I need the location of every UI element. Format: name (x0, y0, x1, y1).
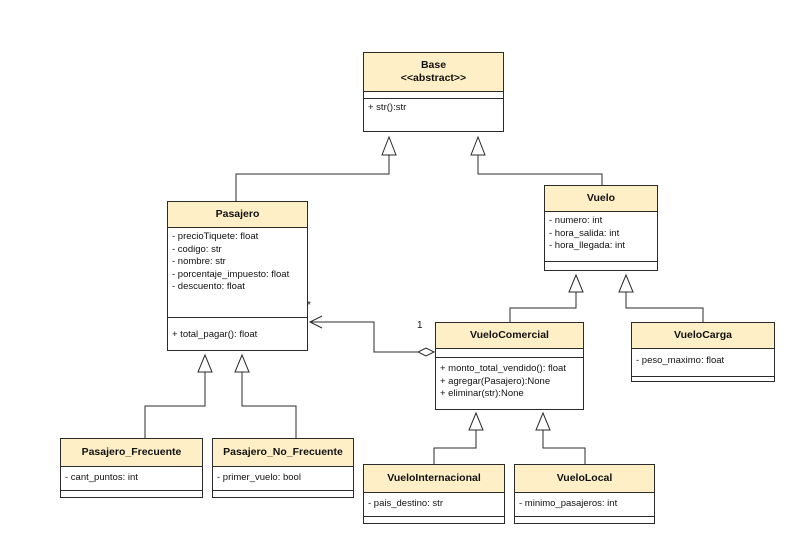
class-name: VueloInternacional (387, 472, 481, 484)
generalization-local-comercial (542, 430, 586, 464)
aggregation-line (310, 321, 418, 353)
class-header: VueloCarga (632, 323, 774, 349)
generalization-frecuente-pasajero (144, 372, 206, 438)
class-vuelo-comercial[interactable]: VueloComercial + monto_total_vendido(): … (435, 322, 584, 410)
methods-section: + total_pagar(): float (168, 318, 307, 342)
class-name: Pasajero_Frecuente (81, 446, 182, 458)
class-name: VueloLocal (556, 472, 613, 484)
methods-section (515, 517, 654, 520)
attributes-section: - minimo_pasajeros: int (515, 493, 654, 517)
class-name: Pasajero_No_Frecuente (223, 446, 343, 458)
attribute: - cant_puntos: int (65, 472, 138, 483)
methods-section: + str():str (364, 99, 503, 115)
class-name: VueloCarga (674, 329, 732, 341)
class-pasajero-frecuente[interactable]: Pasajero_Frecuente - cant_puntos: int (60, 438, 203, 498)
generalization-pasajero-base (235, 155, 390, 201)
methods-section (61, 491, 202, 494)
generalization-arrowhead (568, 273, 584, 293)
attributes-section: - pais_destino: str (364, 493, 504, 517)
attribute: - precioTiquete: float (172, 231, 259, 242)
class-header: Base <<abstract>> (364, 53, 503, 92)
generalization-vuelocomercial-vuelo (509, 292, 577, 322)
attributes-section: - primer_vuelo: bool (213, 467, 353, 491)
class-header: VueloLocal (515, 465, 654, 493)
class-name: VueloComercial (470, 329, 549, 341)
multiplicity-many: * (307, 300, 311, 311)
class-pasajero[interactable]: Pasajero - precioTiquete: float - codigo… (167, 201, 308, 351)
generalization-arrowhead (381, 135, 397, 156)
class-name: Vuelo (586, 192, 616, 204)
class-name: Pasajero (215, 208, 260, 220)
class-pasajero-no-frecuente[interactable]: Pasajero_No_Frecuente - primer_vuelo: bo… (212, 438, 354, 498)
class-vuelo-internacional[interactable]: VueloInternacional - pais_destino: str (363, 464, 505, 524)
class-header: Vuelo (545, 186, 657, 212)
generalization-vuelocarga-vuelo (625, 292, 704, 322)
association-arrowhead (308, 315, 323, 329)
attribute: - peso_maximo: float (636, 355, 725, 366)
attributes-section: - precioTiquete: float - codigo: str - n… (168, 228, 307, 318)
attribute: - codigo: str (172, 243, 222, 255)
multiplicity-one: 1 (417, 320, 423, 331)
attributes-section: - peso_maximo: float (632, 349, 774, 377)
attribute: - porcentaje_impuesto: float (172, 268, 290, 280)
aggregation-diamond (416, 347, 436, 357)
methods-section: + monto_total_vendido(): float + agregar… (436, 358, 583, 401)
class-header: VueloComercial (436, 323, 583, 349)
generalization-arrowhead (197, 353, 213, 373)
method: + eliminar(str):None (440, 388, 524, 399)
attributes-section: - cant_puntos: int (61, 467, 202, 491)
generalization-arrowhead (535, 411, 551, 431)
attribute: - primer_vuelo: bool (217, 472, 301, 483)
class-stereotype: <<abstract>> (400, 72, 467, 84)
class-header: Pasajero_No_Frecuente (213, 439, 353, 467)
class-name: Base (420, 59, 447, 71)
methods-section (545, 262, 657, 265)
method: + total_pagar(): float (172, 329, 258, 340)
class-vuelo[interactable]: Vuelo - numero: int - hora_salida: int -… (544, 185, 658, 271)
class-header: Pasajero_Frecuente (61, 439, 202, 467)
class-vuelo-local[interactable]: VueloLocal - minimo_pasajeros: int (514, 464, 655, 524)
methods-section (632, 377, 774, 380)
generalization-internacional-comercial (433, 430, 477, 464)
attributes-section (436, 349, 583, 358)
generalization-arrowhead (468, 411, 484, 431)
class-vuelo-carga[interactable]: VueloCarga - peso_maximo: float (631, 322, 775, 382)
class-header: Pasajero (168, 202, 307, 228)
attributes-section (364, 92, 503, 99)
generalization-nofrecuente-pasajero (241, 372, 297, 438)
method: + str():str (368, 102, 407, 113)
generalization-arrowhead (470, 135, 486, 156)
attribute: - descuento: float (172, 281, 245, 292)
methods-section (364, 517, 504, 520)
generalization-vuelo-base (477, 155, 603, 185)
class-header: VueloInternacional (364, 465, 504, 493)
methods-section (213, 491, 353, 494)
method: + monto_total_vendido(): float (440, 363, 566, 374)
attribute: - hora_llegada: int (549, 240, 626, 251)
attribute: - hora_salida: int (549, 227, 620, 239)
attributes-section: - numero: int - hora_salida: int - hora_… (545, 212, 657, 262)
attribute: - minimo_pasajeros: int (519, 498, 618, 509)
attribute: - numero: int (549, 215, 603, 226)
method: + agregar(Pasajero):None (440, 375, 551, 387)
generalization-arrowhead (618, 273, 634, 293)
attribute: - nombre: str (172, 256, 226, 267)
attribute: - pais_destino: str (368, 498, 443, 509)
class-base[interactable]: Base <<abstract>> + str():str (363, 52, 504, 132)
generalization-arrowhead (234, 353, 250, 373)
